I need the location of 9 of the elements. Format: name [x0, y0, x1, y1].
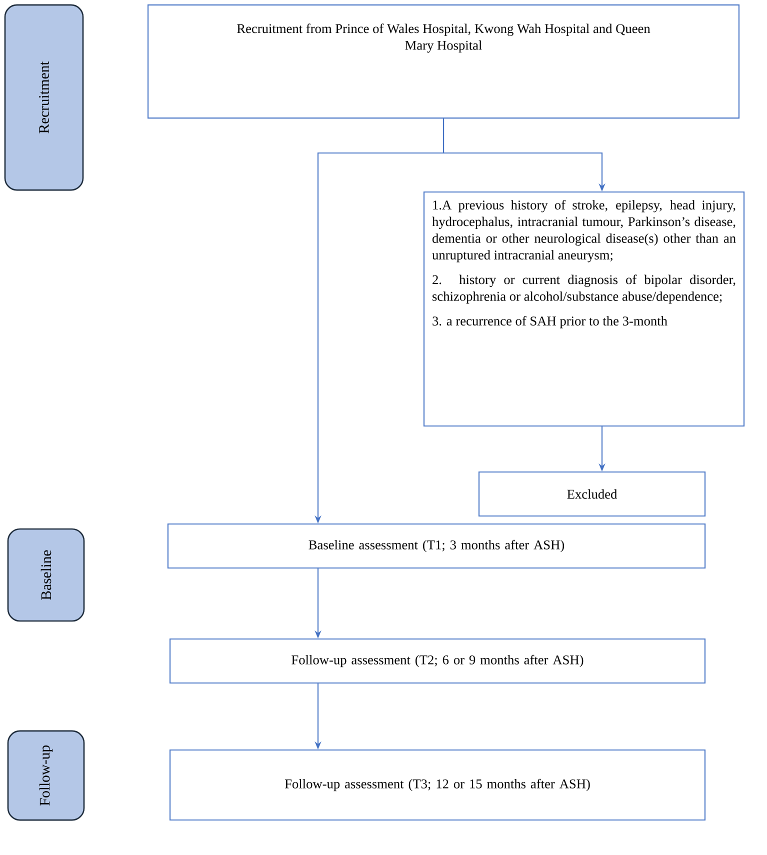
- process-box: Follow-up assessment (T3; 12 or 15 months after ASH): [170, 749, 706, 821]
- stage-label: Baseline: [7, 528, 85, 622]
- stage-label: Recruitment: [4, 4, 84, 191]
- stage-label: Follow-up: [7, 730, 85, 821]
- process-box: Follow-up assessment (T2; 6 or 9 months after ASH): [170, 638, 706, 684]
- process-box: Recruitment from Prince of Wales Hospital, Kwong Wah Hospital and Queen Mary Hospital: [148, 4, 740, 119]
- process-box: Excluded: [478, 471, 706, 517]
- criteria-box: 1.A previous history of stroke, epilepsy, head injury, hydrocephalus, intracranial tumour, Parkinson’s disease, dementia or other neurological disease(s) other than an unruptured intracranial aneurysm; 2. history or current diagnosis of bipolar disorder, schizophrenia or alcohol/substance abuse/dependence; 3. a recurrence of SAH prior to the 3-month: [423, 191, 745, 427]
- process-box: Baseline assessment (T1; 3 months after ASH): [167, 523, 706, 569]
